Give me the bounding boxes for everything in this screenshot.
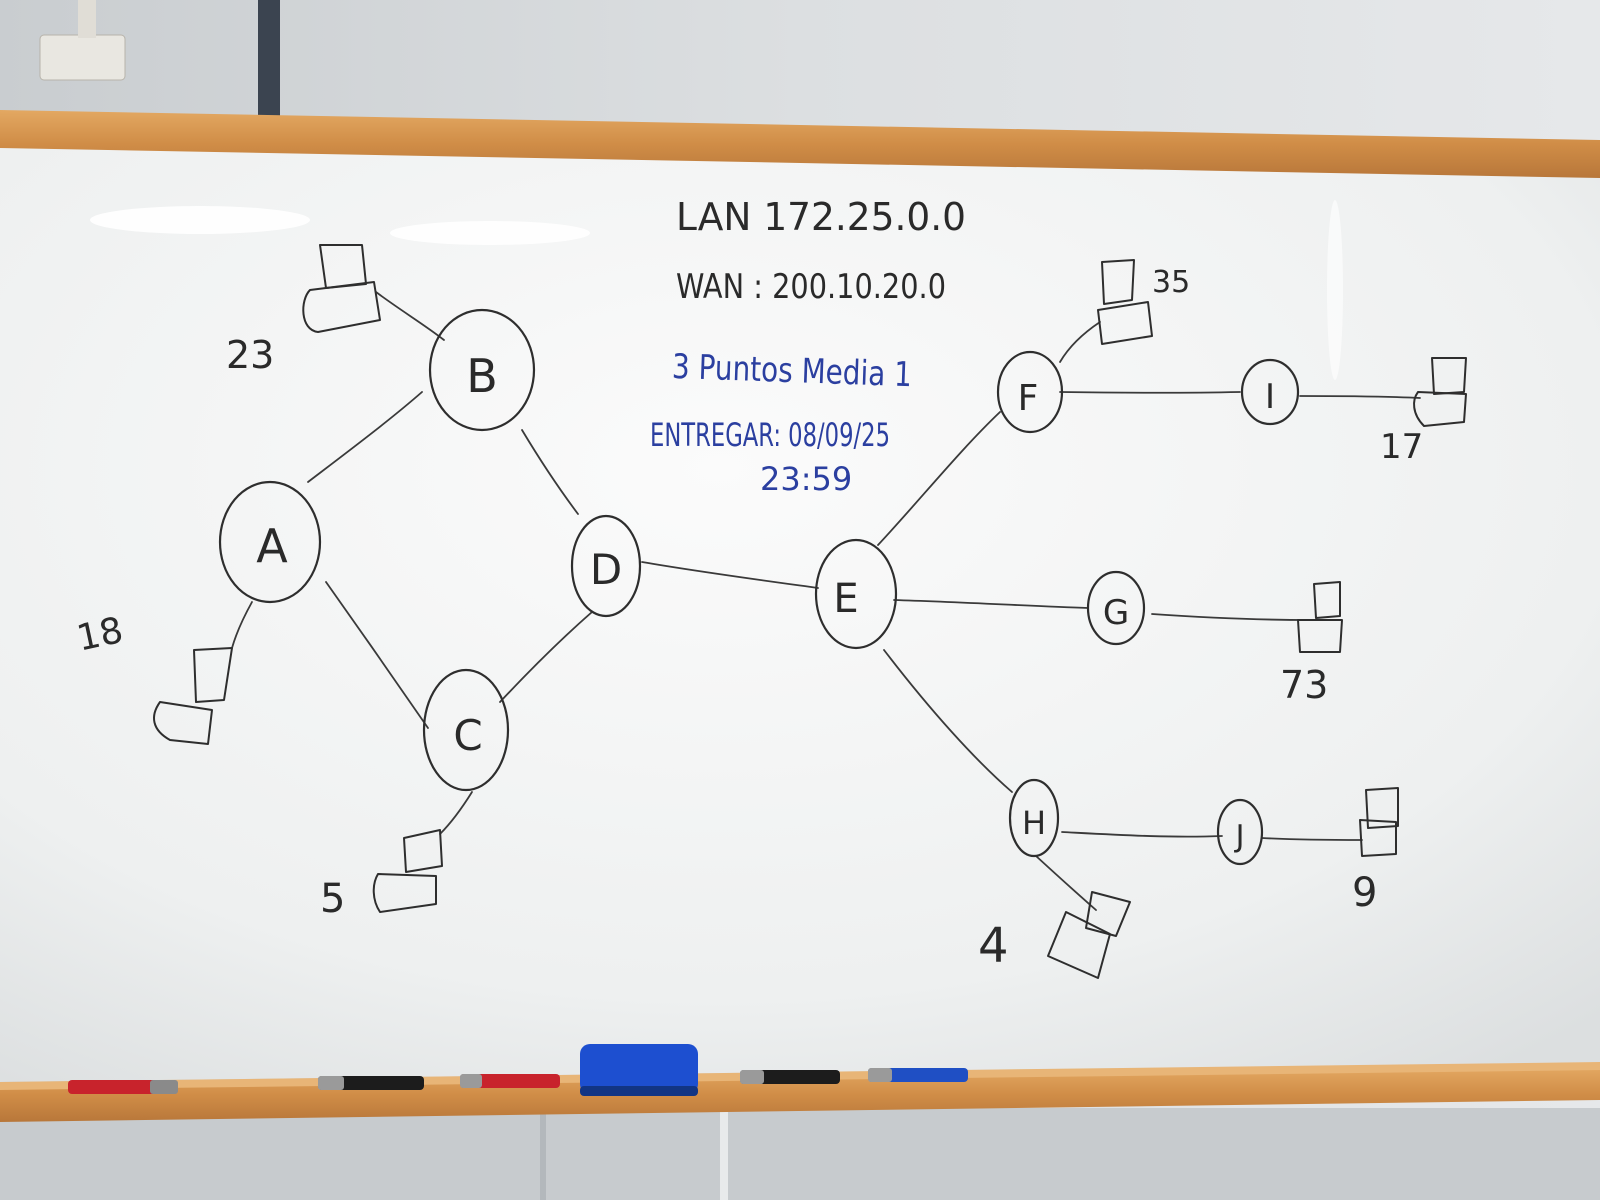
link-I-hosts [1299,395,1421,399]
link-H-hosts [1035,855,1097,911]
points-note: 3 Puntos Media 1 [671,347,912,395]
host-count-G: 73 [1280,663,1328,707]
router-label: F [1018,378,1039,419]
red-marker-2[interactable] [460,1074,560,1088]
router-label: E [833,576,858,622]
router-label: G [1103,593,1129,633]
conduit [78,0,96,38]
link-E-H [883,649,1013,793]
link-E-F [877,411,1001,546]
link-F-I [1059,391,1241,394]
link-F-hosts [1059,321,1101,363]
router-I: I [1240,358,1300,426]
router-F: F [996,350,1064,434]
link-B-D [521,429,579,515]
marker-tray [0,1068,1600,1122]
board-eraser[interactable] [580,1044,698,1096]
router-H: H [1008,778,1060,858]
router-label: I [1265,377,1275,417]
link-A-B [307,391,423,483]
link-H-J [1061,831,1223,838]
wall-pipe [258,0,280,125]
host-count-I: 17 [1380,427,1423,467]
board-frame-top [0,110,1600,178]
pc-group-G-icon [1297,581,1343,653]
electrical-box [39,34,126,81]
router-E: E [814,538,898,650]
router-label: C [453,711,482,760]
link-E-G [893,599,1089,609]
deadline-note: ENTREGAR: 08/09/25 [650,416,890,454]
router-G: G [1086,570,1146,646]
link-A-C [325,581,429,729]
link-G-hosts [1151,613,1311,621]
lower-wall [0,1108,1600,1200]
router-label: H [1022,804,1046,842]
router-label: J [1234,819,1245,854]
router-label: B [466,349,498,403]
whiteboard-surface [0,138,1600,1082]
pc-group-J-icon [1359,787,1399,857]
deadline-time-note: 23:59 [760,460,852,498]
link-J-hosts [1261,837,1363,841]
link-C-hosts [439,791,473,835]
host-count-B: 23 [226,333,274,377]
host-count-F: 35 [1152,265,1190,300]
router-label: A [256,519,288,573]
pc-group-A-icon [153,647,233,745]
pc-group-F-icon [1097,259,1153,345]
pc-group-B-icon [302,244,381,333]
pc-group-C-icon [372,829,443,913]
router-label: D [590,545,622,594]
black-marker-2[interactable] [740,1070,840,1084]
host-count-C: 5 [320,876,345,922]
link-D-E [641,561,819,589]
blue-marker[interactable] [868,1068,968,1082]
link-C-D [499,611,593,703]
host-count-J: 9 [1352,870,1377,916]
link-A-hosts [231,601,253,649]
host-count-A: 18 [73,610,126,660]
router-A: A [218,480,322,604]
router-D: D [570,514,642,618]
router-B: B [428,308,536,432]
black-marker-1[interactable] [318,1076,424,1090]
pc-group-H-icon [1047,891,1131,979]
router-J: J [1216,798,1264,866]
red-marker-1[interactable] [68,1080,178,1094]
router-C: C [422,668,510,792]
lan-note: LAN 172.25.0.0 [676,195,966,239]
wan-note: WAN : 200.10.20.0 [676,267,946,307]
pc-group-I-icon [1413,357,1467,427]
host-count-H: 4 [978,918,1009,974]
